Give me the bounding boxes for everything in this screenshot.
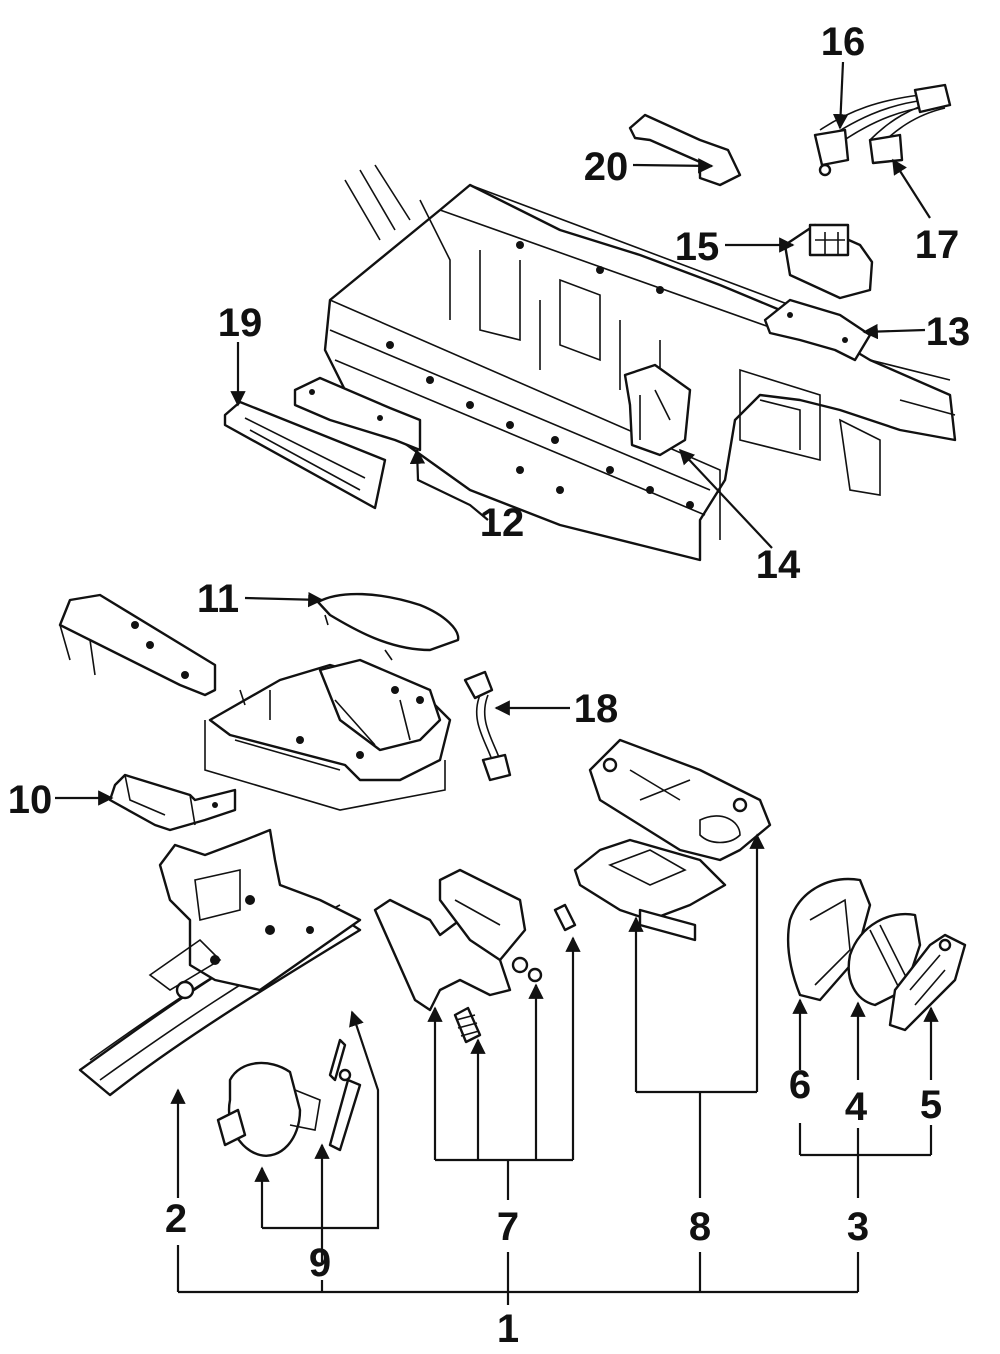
callout-18: 18 bbox=[574, 687, 619, 731]
callout-3: 3 bbox=[847, 1205, 869, 1249]
callout-17: 17 bbox=[915, 223, 960, 267]
part-18-connector bbox=[463, 670, 512, 782]
callout-7: 7 bbox=[497, 1205, 519, 1249]
callout-19: 19 bbox=[218, 301, 263, 345]
callout-15: 15 bbox=[675, 225, 720, 269]
callout-8: 8 bbox=[689, 1205, 711, 1249]
callout-4: 4 bbox=[845, 1085, 868, 1129]
leader-lines bbox=[55, 61, 939, 1305]
part-10-bracket bbox=[108, 773, 237, 832]
part-9-motor bbox=[216, 1038, 362, 1157]
callout-2: 2 bbox=[165, 1197, 187, 1241]
part-5-bezel bbox=[888, 933, 967, 1032]
part-8-plate bbox=[573, 738, 772, 942]
callout-12: 12 bbox=[480, 501, 525, 545]
part-20-handle bbox=[628, 113, 742, 187]
part-14-bracket bbox=[623, 363, 692, 457]
radiator-support bbox=[323, 164, 957, 562]
callout-14: 14 bbox=[756, 543, 801, 587]
part-2-headlamp-panel bbox=[78, 828, 362, 1097]
callout-10: 10 bbox=[8, 778, 53, 822]
part-16-17-harness bbox=[813, 83, 952, 177]
callout-5: 5 bbox=[920, 1083, 942, 1127]
lower-crossmember bbox=[58, 593, 452, 811]
callout-6: 6 bbox=[789, 1063, 811, 1107]
callout-11: 11 bbox=[197, 577, 239, 621]
part-11-cover bbox=[316, 592, 460, 661]
part-15-relay bbox=[783, 223, 874, 300]
callout-labels: 1 2 3 4 5 6 7 8 9 10 11 12 13 14 15 16 1… bbox=[8, 20, 971, 1351]
part-7-latch bbox=[373, 868, 577, 1044]
callout-1: 1 bbox=[497, 1307, 519, 1351]
callout-9: 9 bbox=[309, 1241, 331, 1285]
callout-20: 20 bbox=[584, 145, 629, 189]
callout-16: 16 bbox=[821, 20, 866, 64]
part-13-bracket bbox=[763, 298, 872, 362]
callout-13: 13 bbox=[926, 310, 971, 354]
